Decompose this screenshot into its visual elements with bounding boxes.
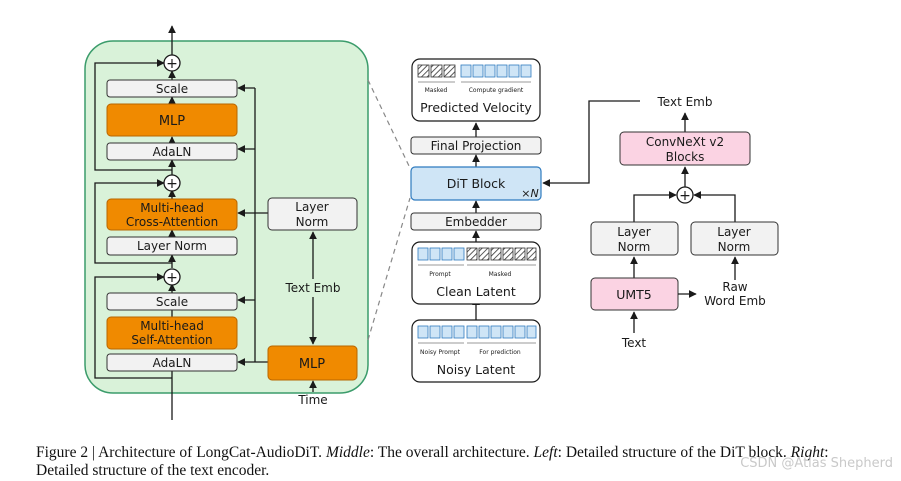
prompt-tokens [417,247,465,261]
caption-left-label: Left [533,444,558,461]
svg-text:AdaLN: AdaLN [153,145,192,159]
times-n-label: ×N [521,187,538,200]
svg-text:ConvNeXt v2: ConvNeXt v2 [646,135,724,149]
caption-middle-text: : The overall architecture. [369,444,534,461]
umt5-box: UMT5 [590,277,679,311]
noisy-latent-box: Noisy Prompt For prediction Noisy Latent [411,319,541,383]
dit-block-detail-panel: + + + Scale MLP AdaLN Multi-head Cross-A… [84,25,369,420]
masked-label-top: Masked [425,87,448,94]
residual-add-middle: + [163,174,181,192]
zoom-connector-top [367,79,411,169]
masked-tokens-clean [466,247,537,261]
svg-text:MLP: MLP [299,357,325,372]
clean-latent-box: Prompt Masked Clean Latent [411,241,541,305]
svg-text:Self-Attention: Self-Attention [131,333,212,347]
svg-text:DiT Block: DiT Block [447,176,506,191]
svg-text:Blocks: Blocks [666,150,705,164]
svg-text:Embedder: Embedder [445,215,507,229]
text-encoder: Text Emb ConvNeXt v2 Blocks + Layer Norm… [590,95,779,350]
encoder-add-node: + [676,186,694,204]
mlp-main-box: MLP [106,103,238,137]
caption-prefix: Figure 2 | Architecture of LongCat-Audio… [36,444,326,461]
self-attention-box: Multi-head Self-Attention [106,316,238,350]
final-projection-box: Final Projection [410,136,542,155]
svg-text:+: + [679,188,691,204]
noisy-prompt-label: Noisy Prompt [420,349,461,356]
gradient-tokens-top [460,64,532,78]
masked-label-clean: Masked [489,271,512,278]
svg-text:Layer: Layer [717,225,751,239]
svg-text:Layer: Layer [617,225,651,239]
noisy-latent-label: Noisy Latent [437,362,515,377]
svg-text:Norm: Norm [296,215,329,229]
svg-text:UMT5: UMT5 [616,287,652,302]
figure-caption: Figure 2 | Architecture of LongCat-Audio… [36,444,856,480]
cross-attention-box: Multi-head Cross-Attention [106,198,238,231]
text-emb-label-left: Text Emb [285,281,341,295]
caption-middle-label: Middle [325,444,370,461]
layer-norm-right-box: Layer Norm [690,221,779,256]
compute-gradient-label: Compute gradient [469,87,524,94]
caption-left-text: : Detailed structure of the DiT block. [557,444,791,461]
svg-text:Cross-Attention: Cross-Attention [126,215,218,229]
masked-tokens-top [417,64,456,78]
svg-text:Norm: Norm [618,240,651,254]
layer-norm-inner-box: Layer Norm [106,236,238,256]
predicted-velocity-label: Predicted Velocity [420,100,532,115]
for-prediction-label: For prediction [479,349,521,356]
svg-text:Layer: Layer [295,200,329,214]
svg-text:Multi-head: Multi-head [140,319,204,333]
svg-text:Scale: Scale [156,82,188,96]
text-emb-label-right: Text Emb [657,95,713,109]
adaln-top-box: AdaLN [106,142,238,161]
noisy-tokens [417,325,537,339]
watermark: CSDN @Atlas Shepherd [740,456,893,471]
svg-text:Multi-head: Multi-head [140,201,204,215]
side-layer-norm-box: Layer Norm [267,197,358,231]
svg-text:Layer Norm: Layer Norm [137,239,207,253]
prompt-label: Prompt [429,271,451,278]
dit-block-box: DiT Block ×N [410,166,542,201]
svg-text:+: + [166,270,178,286]
embedder-box: Embedder [410,212,542,231]
overall-architecture: Masked Compute gradient Predicted Veloci… [410,58,542,383]
convnext-blocks-box: ConvNeXt v2 Blocks [619,131,751,166]
svg-text:Final Projection: Final Projection [431,139,522,153]
raw-word-emb-label-line2: Word Emb [704,294,766,308]
caption-right-label: Right [790,444,825,461]
svg-text:MLP: MLP [159,114,185,129]
clean-latent-label: Clean Latent [436,284,516,299]
scale-top-box: Scale [106,79,238,98]
text-emb-to-dit-arrow [542,100,640,187]
zoom-connector-bottom [367,197,411,341]
layer-norm-left-box: Layer Norm [590,221,679,256]
caption-right-text: : Detailed structure of the text encoder… [36,444,829,479]
svg-text:+: + [166,56,178,72]
scale-bottom-box: Scale [106,292,238,311]
svg-text:Norm: Norm [718,240,751,254]
svg-text:Scale: Scale [156,295,188,309]
svg-text:+: + [166,176,178,192]
svg-text:AdaLN: AdaLN [153,356,192,370]
text-input-label: Text [621,336,647,350]
adaln-bottom-box: AdaLN [106,353,238,372]
predicted-velocity-box: Masked Compute gradient Predicted Veloci… [411,58,541,122]
time-mlp-box: MLP [267,345,358,381]
time-label: Time [297,393,327,407]
residual-add-bottom: + [163,268,181,286]
residual-add-top: + [163,54,181,72]
raw-word-emb-label-line1: Raw [722,280,747,294]
